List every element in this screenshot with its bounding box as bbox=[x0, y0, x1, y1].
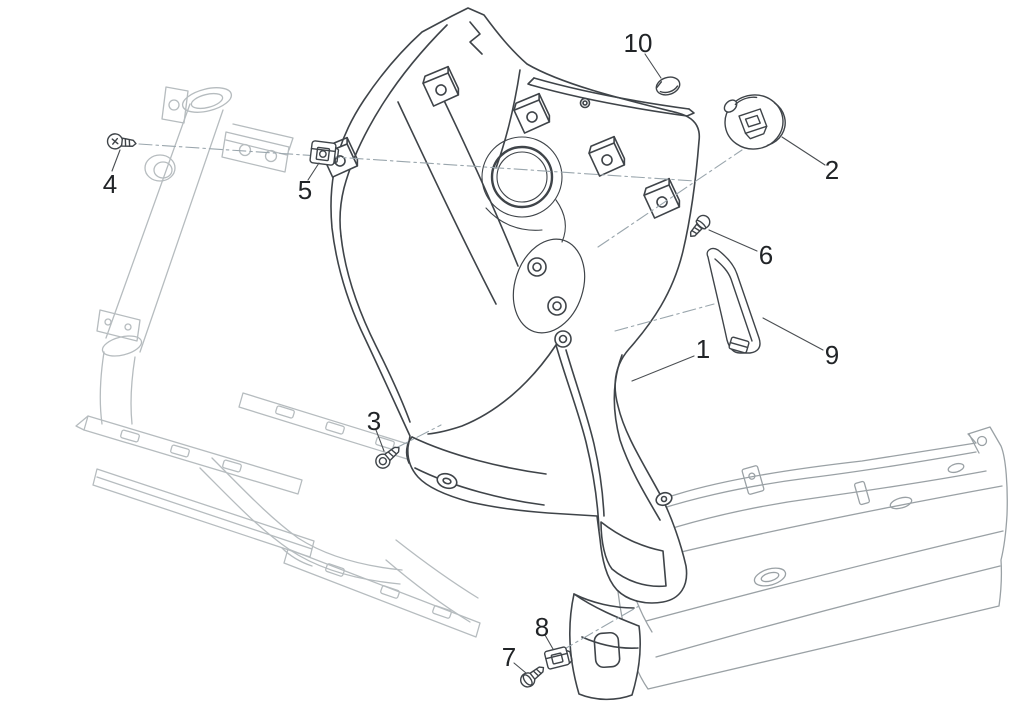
part-8-clip bbox=[543, 646, 573, 670]
mounting-boss bbox=[422, 65, 460, 107]
top-brace-bar bbox=[527, 77, 695, 117]
leader-line-7 bbox=[513, 662, 527, 674]
part-3-screw bbox=[375, 446, 400, 469]
leader-line-9 bbox=[762, 317, 824, 351]
part-4-screw bbox=[106, 133, 137, 150]
axis-lock bbox=[597, 149, 743, 248]
callout-2: 2 bbox=[825, 155, 839, 185]
part-7-screw bbox=[519, 666, 545, 688]
strut-side-flap bbox=[600, 491, 673, 588]
leader-line-10 bbox=[644, 53, 662, 79]
leader-line-4 bbox=[111, 149, 121, 172]
part-5-clip-nut bbox=[309, 140, 340, 166]
callout-labels: 1 2 3 4 5 6 7 8 9 10 bbox=[103, 28, 839, 672]
leader-line-1 bbox=[631, 355, 695, 382]
floorboard-tab bbox=[853, 480, 871, 506]
axis-clip8 bbox=[560, 605, 640, 652]
leader-line-5 bbox=[307, 162, 320, 181]
assembly-centerlines bbox=[138, 143, 743, 652]
callout-9: 9 bbox=[825, 340, 839, 370]
steering-lock-hole bbox=[481, 136, 566, 243]
callout-7: 7 bbox=[502, 642, 516, 672]
axis-glovebox-door bbox=[614, 303, 715, 332]
callout-10: 10 bbox=[624, 28, 653, 58]
callout-1: 1 bbox=[696, 334, 710, 364]
floor-front-lip bbox=[569, 593, 641, 701]
part-9-glovebox-door bbox=[706, 247, 761, 354]
shield-lower-flap bbox=[405, 436, 547, 506]
floorboard bbox=[614, 426, 1008, 690]
mounting-boss bbox=[588, 135, 626, 177]
callout-6: 6 bbox=[759, 240, 773, 270]
leader-lines bbox=[111, 53, 826, 674]
callout-4: 4 bbox=[103, 169, 117, 199]
leader-line-2 bbox=[781, 136, 826, 166]
steering-column bbox=[96, 86, 294, 425]
axis-screw4-clip5 bbox=[138, 143, 696, 182]
part-6-screw bbox=[689, 214, 711, 238]
leader-line-8 bbox=[544, 634, 554, 650]
leader-line-3 bbox=[375, 429, 385, 452]
part-2-lock bbox=[723, 94, 786, 150]
callout-5: 5 bbox=[298, 175, 312, 205]
axis-screw3 bbox=[395, 424, 442, 449]
callout-8: 8 bbox=[535, 612, 549, 642]
callout-3: 3 bbox=[367, 406, 381, 436]
mounting-boss bbox=[513, 92, 551, 134]
small-parts bbox=[106, 76, 786, 688]
glovebox-hinge-recess bbox=[512, 238, 586, 348]
part-10-cap bbox=[655, 76, 681, 96]
leader-line-6 bbox=[708, 229, 758, 252]
floorboard-tab bbox=[741, 465, 765, 495]
front-shield-part-1 bbox=[321, 7, 701, 701]
